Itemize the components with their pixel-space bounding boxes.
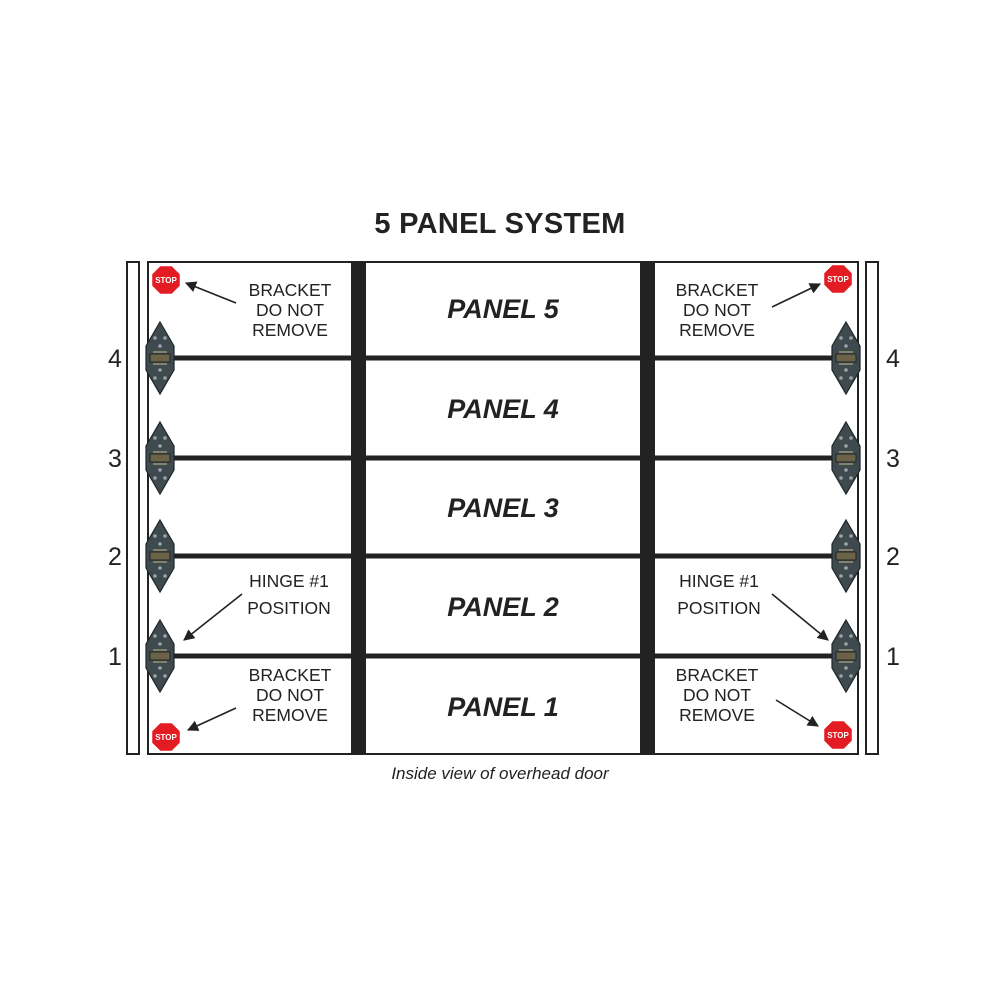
note-bracket-bottom-right: BRACKET DO NOT REMOVE xyxy=(676,665,759,725)
note-line: HINGE #1 xyxy=(249,571,329,591)
panel-separators xyxy=(148,355,858,659)
left-track xyxy=(126,261,140,755)
note-line: BRACKET xyxy=(676,665,759,685)
diagram-caption: Inside view of overhead door xyxy=(391,764,609,783)
hinge-icon xyxy=(831,619,861,693)
arrow-icon xyxy=(186,707,237,731)
note-line: POSITION xyxy=(677,598,761,618)
note-line: HINGE #1 xyxy=(679,571,759,591)
note-bracket-top-left: BRACKET DO NOT REMOVE xyxy=(249,280,332,340)
hinge-number-left-2: 2 xyxy=(108,543,122,571)
hinge-icon xyxy=(831,421,861,495)
arrow-icon xyxy=(183,593,243,641)
panel-label-5: PANEL 5 xyxy=(447,294,560,324)
stop-sign-icon: STOP xyxy=(822,263,854,295)
note-line: DO NOT xyxy=(683,300,751,320)
hinge-icon xyxy=(145,321,175,395)
note-line: DO NOT xyxy=(256,685,324,705)
diagram-title: 5 PANEL SYSTEM xyxy=(374,208,626,240)
hinge-number-right-4: 4 xyxy=(886,345,900,373)
note-line: POSITION xyxy=(247,598,331,618)
panel-label-2: PANEL 2 xyxy=(447,592,559,622)
panel-label-4: PANEL 4 xyxy=(447,394,559,424)
note-line: BRACKET xyxy=(676,280,759,300)
stop-sign-icon: STOP xyxy=(150,721,182,753)
note-line: BRACKET xyxy=(249,280,332,300)
hinge-icon xyxy=(831,321,861,395)
right-track xyxy=(865,261,879,755)
hinge-icon xyxy=(145,519,175,593)
left-strut xyxy=(351,262,366,754)
stop-sign-icon: STOP xyxy=(822,719,854,751)
stop-sign-text: STOP xyxy=(827,731,849,740)
arrow-icon xyxy=(775,699,819,727)
note-line: BRACKET xyxy=(249,665,332,685)
hinge-icon xyxy=(831,519,861,593)
hinge-number-right-1: 1 xyxy=(886,643,900,671)
arrow-icon xyxy=(771,593,829,641)
hinge-number-left-3: 3 xyxy=(108,445,122,473)
arrow-icon xyxy=(771,283,822,308)
stop-sign-text: STOP xyxy=(155,733,177,742)
hinge-number-right-3: 3 xyxy=(886,445,900,473)
note-hinge-left: HINGE #1 POSITION xyxy=(247,571,331,618)
note-hinge-right: HINGE #1 POSITION xyxy=(677,571,761,618)
hinge-icon xyxy=(145,421,175,495)
note-line: REMOVE xyxy=(252,320,328,340)
right-strut xyxy=(640,262,655,754)
hinge-number-left-1: 1 xyxy=(108,643,122,671)
stop-sign-icon: STOP xyxy=(150,264,182,296)
arrow-icon xyxy=(184,281,237,304)
note-bracket-top-right: BRACKET DO NOT REMOVE xyxy=(676,280,759,340)
note-line: DO NOT xyxy=(683,685,751,705)
hinge-number-right-2: 2 xyxy=(886,543,900,571)
note-line: REMOVE xyxy=(679,705,755,725)
note-line: DO NOT xyxy=(256,300,324,320)
hinge-number-left-4: 4 xyxy=(108,345,122,373)
note-line: REMOVE xyxy=(252,705,328,725)
hinge-icon xyxy=(145,619,175,693)
note-bracket-bottom-left: BRACKET DO NOT REMOVE xyxy=(249,665,332,725)
stop-sign-text: STOP xyxy=(155,276,177,285)
note-line: REMOVE xyxy=(679,320,755,340)
door-outline xyxy=(147,261,859,755)
stop-sign-text: STOP xyxy=(827,275,849,284)
panel-label-3: PANEL 3 xyxy=(447,493,559,523)
panel-label-1: PANEL 1 xyxy=(447,692,559,722)
